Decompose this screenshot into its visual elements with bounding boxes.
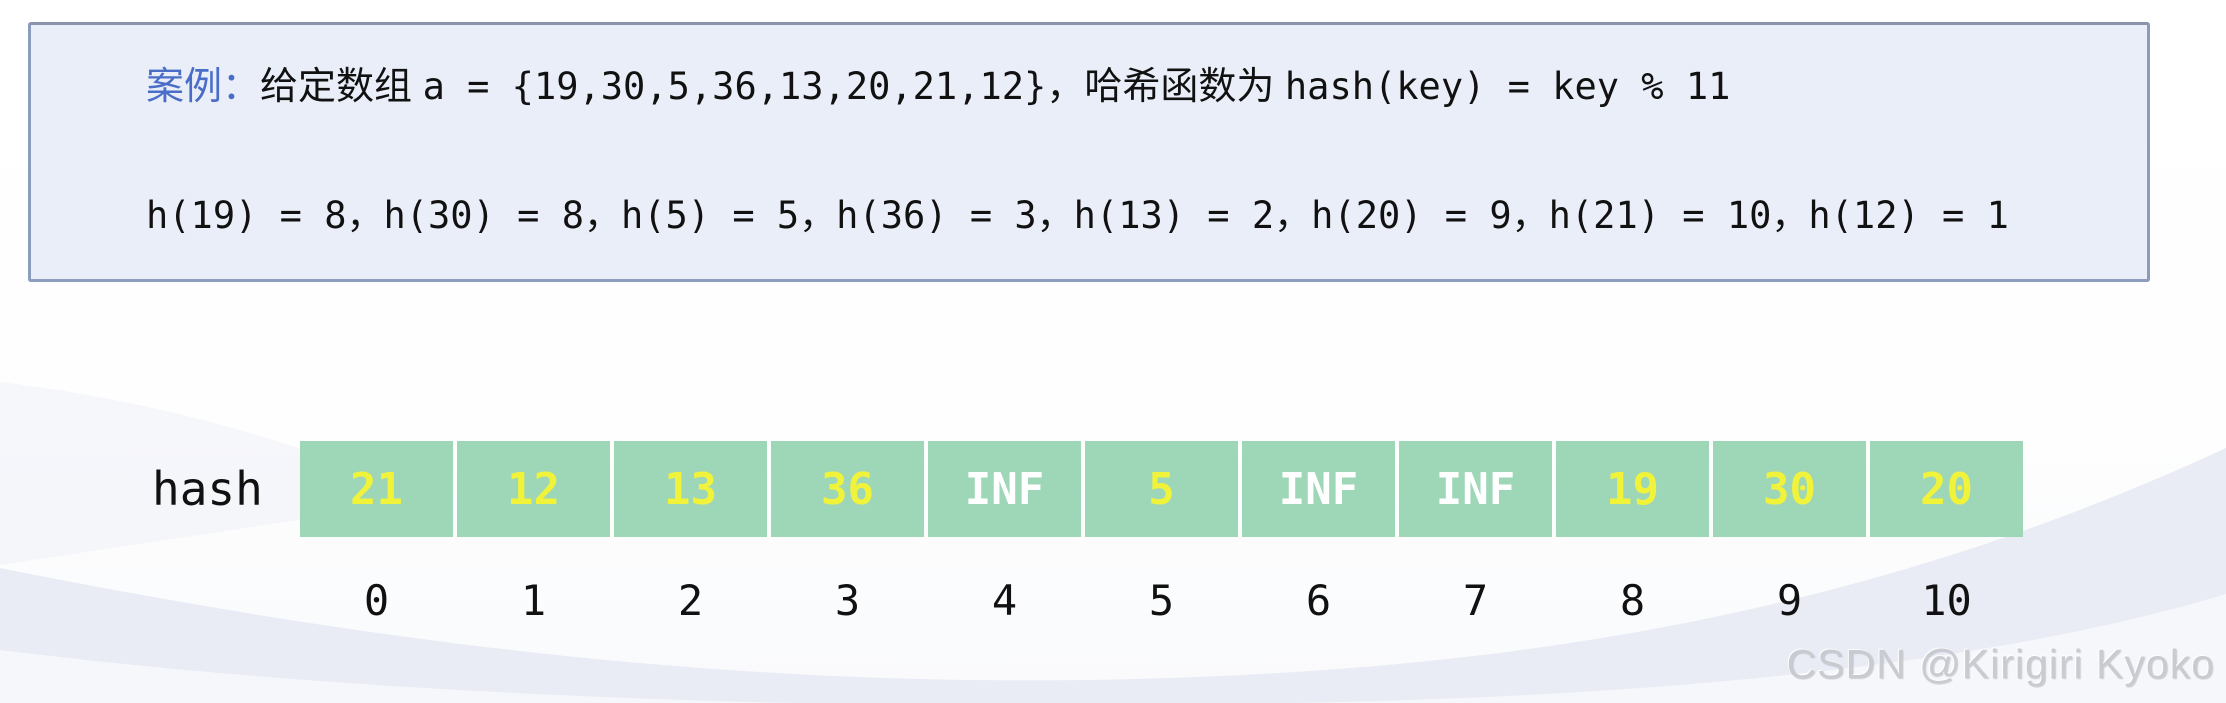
hash-index-9: 9: [1776, 576, 1803, 625]
hash-index-4: 4: [991, 576, 1018, 625]
hash-cell-4: INF: [928, 441, 1081, 537]
hash-index-6: 6: [1305, 576, 1332, 625]
hash-index-5: 5: [1148, 576, 1175, 625]
hash-results-line: h(19) = 8，h(30) = 8，h(5) = 5，h(36) = 3，h…: [146, 194, 2009, 237]
hash-table-label: hash: [152, 462, 263, 516]
hash-cell-5: 5: [1085, 441, 1238, 537]
line1-comma: ，: [1046, 66, 1085, 108]
hash-cell-3: 36: [771, 441, 924, 537]
hash-index-8: 8: [1619, 576, 1646, 625]
csdn-watermark: CSDN @Kirigiri Kyoko: [1786, 641, 2215, 687]
example-label: 案例：: [146, 66, 261, 108]
hash-cell-6: INF: [1242, 441, 1395, 537]
hash-index-7: 7: [1462, 576, 1489, 625]
hash-index-10: 10: [1921, 576, 1972, 625]
hash-table-row: 21 12 13 36 INF 5 INF INF 19 30 20: [300, 441, 2023, 537]
hash-index-2: 2: [677, 576, 704, 625]
hash-cell-2: 13: [614, 441, 767, 537]
hash-cell-1: 12: [457, 441, 610, 537]
line1-text-hash-fn: 哈希函数为: [1084, 66, 1285, 108]
hash-cell-10: 20: [1870, 441, 2023, 537]
hash-cell-0: 21: [300, 441, 453, 537]
line1-code-array: a = {19,30,5,36,13,20,21,12}: [422, 65, 1047, 108]
hash-cell-7: INF: [1399, 441, 1552, 537]
hash-cell-8: 19: [1556, 441, 1709, 537]
line1-text-given: 给定数组: [260, 66, 423, 108]
example-box: 案例：给定数组 a = {19,30,5,36,13,20,21,12}，哈希函…: [28, 22, 2150, 282]
example-line1: 案例：给定数组 a = {19,30,5,36,13,20,21,12}，哈希函…: [146, 55, 1730, 110]
line1-code-fn: hash(key) = key % 11: [1284, 65, 1731, 108]
hash-cell-9: 30: [1713, 441, 1866, 537]
hash-index-row: 0 1 2 3 4 5 6 7 8 9 10: [300, 576, 2023, 625]
hash-index-0: 0: [363, 576, 390, 625]
hash-index-1: 1: [520, 576, 547, 625]
hash-index-3: 3: [834, 576, 861, 625]
